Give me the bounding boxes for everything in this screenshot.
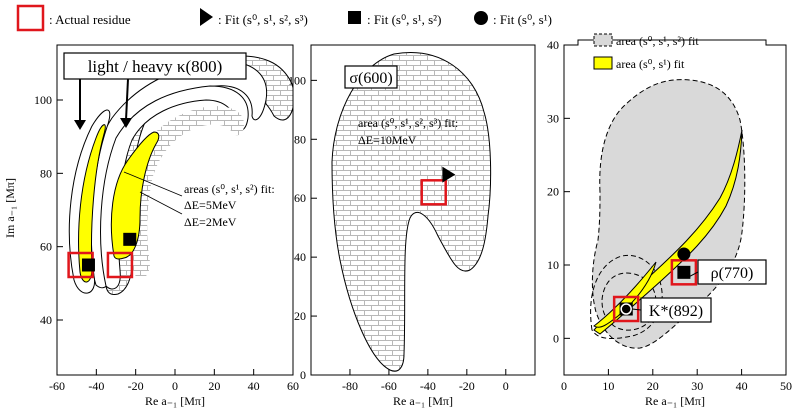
fit2-marker: [123, 232, 137, 246]
kappa-label-box: [63, 52, 247, 80]
residue-marker: [420, 179, 447, 206]
fit1-marker: [677, 247, 691, 261]
light-arrow-head: [74, 120, 86, 130]
sigma-brick-area: [331, 52, 492, 372]
rho-label-box: [697, 259, 767, 285]
y-tick-label: 0: [300, 368, 306, 382]
legend-fit1-label: : Fit (s⁰, s¹): [493, 12, 552, 27]
left-ticks: -60 -40 -20 0 20 40 60 40 60 80 100: [34, 93, 299, 393]
left-pointer-2: [139, 191, 183, 215]
heavy-arrow: [125, 78, 129, 121]
panel-left: -60 -40 -20 0 20 40 60 40 60 80 100 Re a₋₁ [Mπ] Im…: [3, 44, 299, 408]
right-legend-yellow-label: area (s⁰, s¹) fit: [616, 57, 685, 71]
middle-marks: [420, 166, 456, 206]
x-tick-label: 10: [602, 379, 614, 393]
residue-marker: [612, 295, 640, 323]
right-legend-grey-swatch: [593, 33, 613, 47]
x-tick-label: 40: [736, 379, 748, 393]
y-tick-label: 100: [288, 73, 306, 87]
top-legend: : Actual residue : Fit (s⁰, s¹, s², s³) …: [16, 4, 552, 32]
legend-fit3-marker: [200, 8, 213, 26]
y-tick-label: 100: [34, 93, 52, 107]
left-annotation-2mev: ΔE=2MeV: [184, 215, 237, 229]
rho-label: ρ(770): [711, 265, 754, 282]
middle-xlabel: Re a₋₁ [Mπ]: [393, 394, 453, 408]
y-tick-label: 40: [294, 250, 306, 264]
x-tick-label: 20: [208, 379, 220, 393]
left-xlabel: Re a₋₁ [Mπ]: [145, 394, 205, 408]
fit2-marker: [81, 258, 95, 272]
x-tick-label: 0: [503, 379, 509, 393]
y-tick-label: 60: [294, 191, 306, 205]
legend-fit3-label: : Fit (s⁰, s¹, s², s³): [218, 12, 308, 27]
x-tick-label: 50: [780, 379, 792, 393]
middle-ticks: -80 -60 -40 -20 0 0 20 40 60 80 100: [288, 73, 509, 393]
right-dashed-loop-1: [590, 254, 663, 339]
x-tick-label: 0: [561, 379, 567, 393]
y-tick-label: 80: [294, 132, 306, 146]
x-tick-label: 60: [287, 379, 299, 393]
left-ylabel: Im a₋₁ [Mπ]: [3, 178, 17, 238]
y-tick-label: 20: [294, 309, 306, 323]
kappa-heavy-yellow-area: [110, 131, 160, 260]
right-legend-yellow-swatch: [593, 56, 613, 70]
legend-fit2-marker: [348, 11, 361, 24]
legend-fit1-marker: [474, 11, 488, 25]
x-tick-label: -80: [342, 379, 358, 393]
kstar-label: K*(892): [649, 303, 703, 320]
x-tick-label: 0: [172, 379, 178, 393]
y-tick-label: 40: [40, 313, 52, 327]
fit2-marker: [677, 265, 691, 279]
x-tick-label: 40: [248, 379, 260, 393]
y-tick-label: 20: [547, 185, 559, 199]
kstar-connector: [632, 308, 642, 311]
y-tick-label: 40: [547, 38, 559, 52]
sigma-label: σ(600): [349, 70, 392, 87]
legend-residue-label: : Actual residue: [49, 12, 131, 27]
right-ticks: 0 10 20 30 40 50 0 10 20 30 40: [547, 38, 792, 393]
left-annotation-title: areas (s⁰, s¹, s²) fit:: [184, 182, 275, 196]
x-tick-label: -20: [459, 379, 475, 393]
y-tick-label: 60: [40, 240, 52, 254]
fit3-marker: [442, 166, 456, 183]
right-xlabel: Re a₋₁ [Mπ]: [645, 394, 705, 408]
right-axes-frame: [563, 39, 787, 376]
x-tick-label: -60: [49, 379, 65, 393]
panel-right: 0 10 20 30 40 50 0 10 20 30 40 Re a₋₁ [Mπ] area (s…: [547, 33, 792, 408]
left-pointer-1: [123, 171, 183, 197]
rho-connector: [689, 271, 699, 277]
heavy-arrow-head: [120, 118, 132, 128]
kappa-label: light / heavy κ(800): [88, 57, 223, 76]
right-legend-grey-label: area (s⁰, s¹, s²) fit: [616, 34, 699, 48]
kappa-brick-inner: [127, 106, 244, 279]
kstar-fit1-marker: [620, 303, 632, 315]
y-tick-label: 0: [553, 331, 559, 345]
kstar-label-box: [640, 297, 712, 323]
legend-fit2-label: : Fit (s⁰, s¹, s²): [367, 12, 441, 27]
legend-residue-marker: [16, 4, 45, 32]
right-marks: [612, 247, 699, 323]
sigma-label-box: [344, 65, 398, 89]
x-tick-label: -40: [88, 379, 104, 393]
y-tick-label: 10: [547, 258, 559, 272]
middle-annotation-10mev: ΔE=10MeV: [358, 133, 417, 147]
left-annotation-5mev: ΔE=5MeV: [184, 198, 237, 212]
x-tick-label: -60: [381, 379, 397, 393]
y-tick-label: 30: [547, 111, 559, 125]
x-tick-label: -40: [420, 379, 436, 393]
x-tick-label: 30: [691, 379, 703, 393]
middle-axes-frame: [310, 44, 536, 376]
x-tick-label: -20: [128, 379, 144, 393]
panel-middle: -80 -60 -40 -20 0 0 20 40 60 80 100 Re a₋₁ [Mπ] σ(…: [288, 44, 536, 408]
left-marks: [67, 232, 137, 279]
residue-marker: [106, 251, 134, 279]
x-tick-label: 20: [647, 379, 659, 393]
middle-annotation-title: area (s⁰, s¹, s², s³) fit:: [358, 116, 458, 130]
y-tick-label: 80: [40, 166, 52, 180]
